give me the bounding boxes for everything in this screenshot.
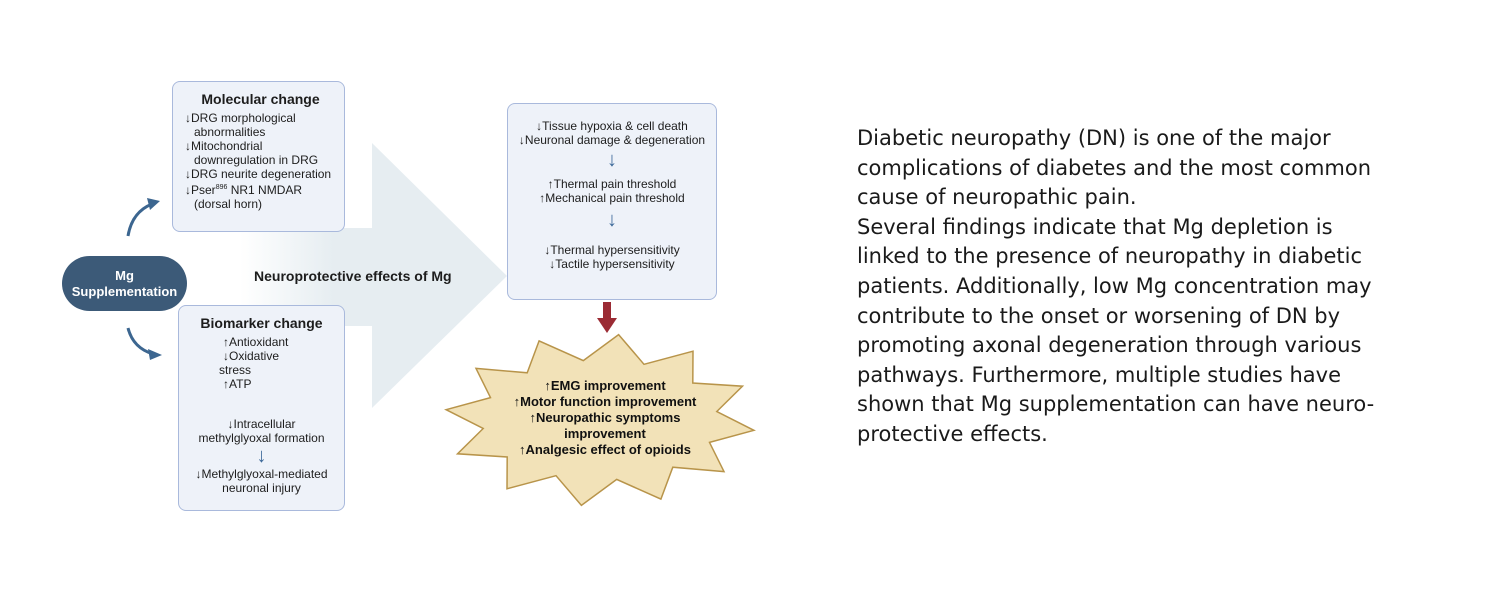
biomarker-chain-line: ↓Intracellular <box>227 417 296 431</box>
big-arrow-shape <box>240 143 507 408</box>
effect-line: ↓Tissue hypoxia & cell death <box>536 119 688 133</box>
outcome-star-text: ↑EMG improvement ↑Motor function improve… <box>470 378 740 458</box>
paragraph-line: promoting axonal degeneration through va… <box>857 333 1362 358</box>
outcome-line: ↑EMG improvement <box>544 378 666 393</box>
effect-line: ↓Tactile hypersensitivity <box>549 257 675 271</box>
biomarker-chain-line: methylglyoxal formation <box>198 431 325 445</box>
red-arrow-shaft <box>603 302 611 320</box>
outcome-line: improvement <box>564 426 646 441</box>
biomarker-item: ↑Antioxidant <box>223 335 289 349</box>
molecular-change-box: Molecular change ↓DRG morphological abno… <box>172 81 345 232</box>
paragraph-line: cause of neuropathic pain. <box>857 185 1137 210</box>
description-paragraph: Diabetic neuropathy (DN) is one of the m… <box>857 124 1457 450</box>
outcome-line: ↑Motor function improvement <box>513 394 697 409</box>
big-arrow-label: Neuroprotective effects of Mg <box>254 268 452 284</box>
down-arrow-icon: ↓ <box>256 445 267 467</box>
paragraph-line: linked to the presence of neuropathy in … <box>857 244 1362 269</box>
molecular-item: ↓Mitochondrial <box>185 139 263 153</box>
molecular-item-cont: downregulation in DRG <box>194 153 319 167</box>
mg-supplementation-node: Mg Supplementation <box>62 256 187 311</box>
down-arrow-icon: ↓ <box>607 209 617 231</box>
biomarker-item: ↑ATP <box>223 377 252 391</box>
paragraph-line: protective effects. <box>857 421 1048 446</box>
outcome-line: ↑Analgesic effect of opioids <box>519 442 691 457</box>
biomarker-result-line: neuronal injury <box>222 481 301 495</box>
biomarker-result-line: ↓Methylglyoxal-mediated <box>195 467 328 481</box>
molecular-change-title: Molecular change <box>201 91 320 107</box>
down-arrow-icon: ↓ <box>607 149 617 171</box>
paragraph-line: Diabetic neuropathy (DN) is one of the m… <box>857 126 1331 150</box>
red-arrow-head <box>597 318 617 333</box>
molecular-item: ↓DRG morphological <box>185 111 296 125</box>
molecular-item-cont: (dorsal horn) <box>194 197 263 211</box>
biomarker-change-box: Biomarker change ↑Antioxidant ↓Oxidative… <box>178 305 345 511</box>
effect-line: ↑Thermal pain threshold <box>547 177 677 191</box>
paragraph-line: contribute to the onset or worsening of … <box>857 303 1341 328</box>
paragraph-line: patients. Additionally, low Mg concentra… <box>857 273 1372 298</box>
curved-arrow-up-icon <box>126 202 153 237</box>
biomarker-item: ↓Oxidative <box>223 349 280 363</box>
paragraph-line: pathways. Furthermore, multiple studies … <box>857 362 1341 387</box>
biomarker-change-title: Biomarker change <box>200 315 323 331</box>
effect-line: ↓Thermal hypersensitivity <box>544 243 680 257</box>
curved-arrow-down-head <box>148 349 162 360</box>
effects-box: ↓Tissue hypoxia & cell death ↓Neuronal d… <box>507 103 717 300</box>
molecular-item-cont: abnormalities <box>194 125 266 139</box>
outcome-star-shape <box>444 333 756 507</box>
paragraph-line: complications of diabetes and the most c… <box>857 155 1372 180</box>
curved-arrow-up-head <box>147 198 160 210</box>
effect-line: ↑Mechanical pain threshold <box>539 191 685 205</box>
outcome-line: ↑Neuropathic symptoms <box>529 410 681 425</box>
molecular-item: ↓Pser896 NR1 NMDAR <box>185 183 303 197</box>
node-line-1: Mg <box>115 267 134 283</box>
biomarker-item: stress <box>219 363 252 377</box>
node-line-2: Supplementation <box>71 283 178 299</box>
molecular-item: ↓DRG neurite degeneration <box>185 167 332 181</box>
paragraph-line: Several findings indicate that Mg deplet… <box>857 214 1333 239</box>
paragraph-line: shown that Mg supplementation can have n… <box>857 392 1375 417</box>
effect-line: ↓Neuronal damage & degeneration <box>518 133 706 147</box>
